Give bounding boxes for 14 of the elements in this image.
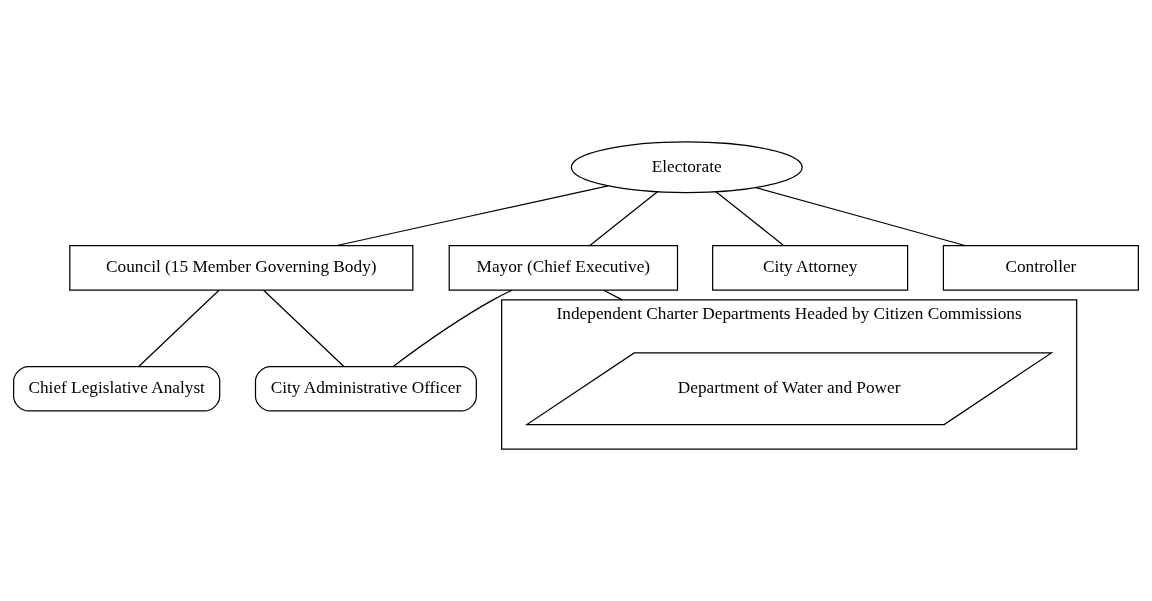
- node-box: City Administrative Officer: [254, 365, 477, 412]
- connector: [138, 289, 220, 368]
- connector: [589, 191, 659, 247]
- node-box: Council (15 Member Governing Body): [69, 245, 414, 291]
- connector: [715, 191, 785, 247]
- node-box: City Attorney: [712, 245, 909, 291]
- connector: [755, 187, 966, 247]
- node-box: Chief Legislative Analyst: [13, 365, 221, 412]
- node-ellipse: Electorate: [570, 141, 803, 194]
- connector: [262, 289, 345, 368]
- node-box: Mayor (Chief Executive): [448, 245, 679, 291]
- connector: [336, 185, 609, 247]
- connector: [603, 289, 623, 301]
- node-box: Controller: [942, 245, 1139, 291]
